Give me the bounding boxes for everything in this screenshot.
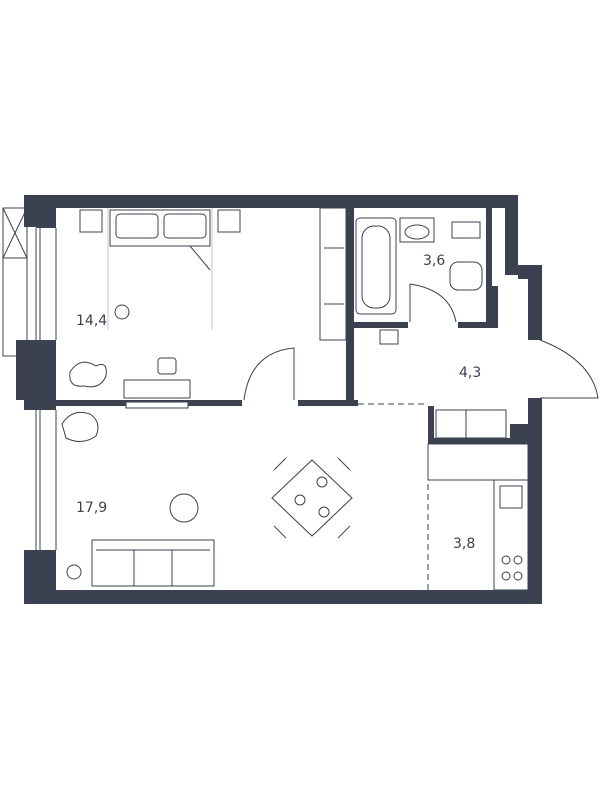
bedroom-furniture [69, 207, 347, 409]
area-label-hallway: 4,3 [459, 365, 481, 381]
area-labels: 14,4 3,6 4,3 17,9 3,8 [76, 253, 481, 552]
kitchen-furniture [427, 409, 529, 591]
bathroom-fixtures [355, 217, 483, 345]
doors [243, 283, 599, 590]
living-furniture [61, 411, 353, 587]
area-label-bathroom: 3,6 [423, 253, 445, 269]
windows [2, 207, 57, 550]
area-label-bedroom: 14,4 [76, 313, 107, 329]
area-label-living: 17,9 [76, 500, 107, 516]
area-label-kitchen: 3,8 [453, 536, 475, 552]
